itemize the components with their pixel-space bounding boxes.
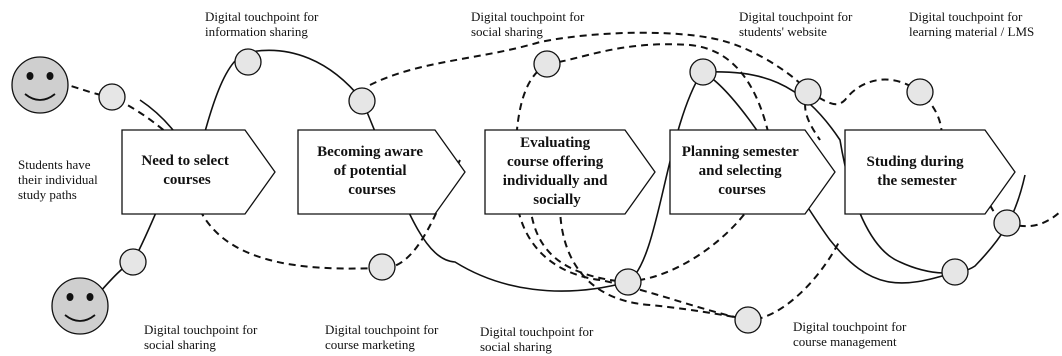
touchpoint-node	[734, 306, 762, 334]
stage-arrow-2	[297, 129, 466, 215]
stage-2-text: Becoming aware of potential courses	[317, 144, 427, 198]
dashed-study-path-7	[559, 204, 761, 323]
touchpoint-label-course-marketing: Digital touchpoint for course marketing	[325, 322, 439, 352]
stage-1-line-2: courses	[163, 172, 211, 188]
stage-2-line-3: courses	[348, 182, 396, 198]
stage-3-line-4: socially	[533, 192, 581, 208]
student-face-top	[11, 56, 69, 114]
stage-2-line-2: of potential	[334, 163, 407, 179]
stage-3-text: Evaluating course offering individually …	[503, 135, 611, 208]
stage-5-line-1: Studing during	[867, 154, 965, 170]
touchpoint-node	[368, 253, 396, 281]
student-face-bottom	[51, 277, 109, 335]
student-face-top-eye-right	[46, 72, 54, 80]
stage-3-line-3: individually and	[503, 173, 608, 189]
dashed-study-path-4	[513, 63, 841, 322]
touchpoint-label-lms: Digital touchpoint for learning material…	[909, 9, 1035, 39]
stage-3-line-2: course offering	[507, 154, 604, 170]
stage-arrow-1	[121, 129, 276, 215]
touchpoint-node	[993, 209, 1021, 237]
stage-arrow-4	[669, 129, 836, 215]
touchpoint-node	[98, 83, 126, 111]
stage-4-line-1: Planning semester	[682, 144, 799, 160]
student-face-top-head	[11, 56, 69, 114]
stage-2-line-1: Becoming aware	[317, 144, 423, 160]
student-face-bottom-smile	[64, 314, 96, 322]
touchpoint-node	[906, 78, 934, 106]
touchpoint-node	[941, 258, 969, 286]
touchpoint-node	[689, 58, 717, 86]
stage-1-line-1: Need to select	[141, 153, 228, 169]
stage-3-line-1: Evaluating	[520, 135, 591, 151]
touchpoint-node	[794, 78, 822, 106]
stage-arrow-5	[844, 129, 1016, 215]
touchpoint-node	[348, 87, 376, 115]
dashed-study-path-3	[369, 31, 809, 93]
stage-5-text: Studing during the semester	[867, 154, 968, 189]
dashed-study-path-6	[529, 204, 626, 283]
student-face-bottom-eye-left	[66, 293, 74, 301]
touchpoint-label-social-sharing-bottom-1: Digital touchpoint for social sharing	[144, 322, 258, 352]
touchpoint-label-course-management: Digital touchpoint for course management	[793, 319, 907, 349]
dashed-study-path-5	[546, 43, 772, 281]
stage-arrow-3	[484, 129, 656, 215]
stage-4-text: Planning semester and selecting courses	[682, 144, 803, 198]
touchpoint-label-social-sharing-bottom-2: Digital touchpoint for social sharing	[480, 324, 594, 354]
solid-study-path-3	[701, 71, 956, 284]
touchpoint-node	[533, 50, 561, 78]
touchpoint-node	[119, 248, 147, 276]
touchpoint-node	[614, 268, 642, 296]
stage-4-line-2: and selecting	[699, 163, 782, 179]
stage-1-text: Need to select courses	[141, 153, 232, 188]
student-face-bottom-eye-right	[86, 293, 94, 301]
student-face-top-eye-left	[26, 72, 34, 80]
dashed-study-path-8	[807, 78, 943, 151]
touchpoint-node	[234, 48, 262, 76]
student-face-top-smile	[24, 93, 56, 101]
stage-4-line-3: courses	[718, 182, 766, 198]
touchpoint-label-information-sharing: Digital touchpoint for information shari…	[205, 9, 319, 39]
stage-5-line-2: the semester	[877, 173, 957, 189]
touchpoint-label-students-website: Digital touchpoint for students' website	[739, 9, 853, 39]
students-label: Students have their individual study pat…	[18, 157, 98, 202]
student-face-bottom-head	[51, 277, 109, 335]
touchpoint-label-social-sharing-top: Digital touchpoint for social sharing	[471, 9, 585, 39]
